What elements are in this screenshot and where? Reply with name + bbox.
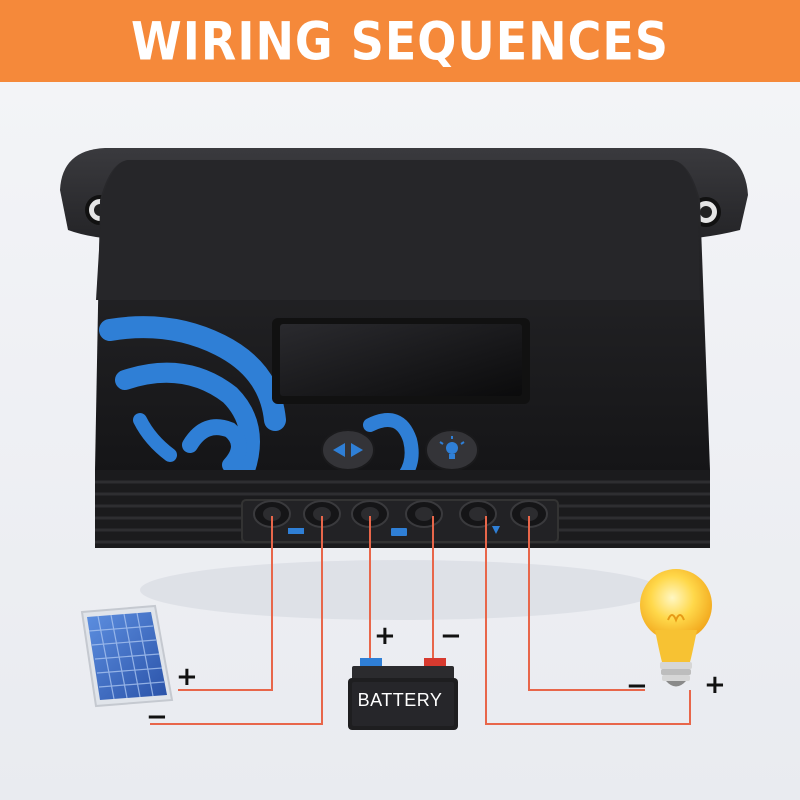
terminal-screw [361, 507, 379, 521]
light-bulb-icon [640, 569, 712, 687]
wire-load-minus [528, 516, 645, 691]
bulb-button-icon [439, 436, 465, 459]
battery-icon [348, 658, 458, 730]
lamp-plus-label: + [704, 670, 726, 700]
lcd-screen [280, 324, 522, 396]
load-terminal-icon [492, 526, 500, 534]
lamp-minus-label: − [626, 671, 648, 701]
blue-swirl-accent [99, 316, 419, 482]
battery-label: BATTERY [357, 690, 443, 710]
controller-top-face [96, 160, 700, 300]
battery-terminal-icon [391, 528, 407, 536]
ribbed-base [95, 470, 710, 548]
wire-solar-plus [178, 516, 273, 691]
solar-minus-label: − [146, 702, 168, 732]
floor-reflection [140, 560, 660, 620]
battery-plus-label: + [374, 621, 396, 651]
battery-terminal-minus [424, 658, 446, 668]
terminal-screw [520, 507, 538, 521]
terminal-screw [415, 507, 433, 521]
wires [150, 516, 691, 725]
solar-terminal-icon [288, 528, 304, 534]
terminal-screw [263, 507, 281, 521]
battery-minus-label: − [440, 621, 462, 651]
arrows-icon [333, 443, 363, 457]
header-banner: WIRING SEQUENCES [0, 0, 800, 82]
solar-panel-icon [80, 604, 174, 708]
page-title: WIRING SEQUENCES [131, 9, 669, 73]
arrow-button[interactable] [321, 429, 375, 471]
wire-solar-minus [150, 516, 323, 725]
charge-controller [60, 148, 748, 548]
terminal-screw [313, 507, 331, 521]
battery-terminal-plus [360, 658, 382, 668]
terminal-screw [469, 507, 487, 521]
solar-plus-label: + [176, 662, 198, 692]
wire-load-plus [485, 516, 691, 725]
